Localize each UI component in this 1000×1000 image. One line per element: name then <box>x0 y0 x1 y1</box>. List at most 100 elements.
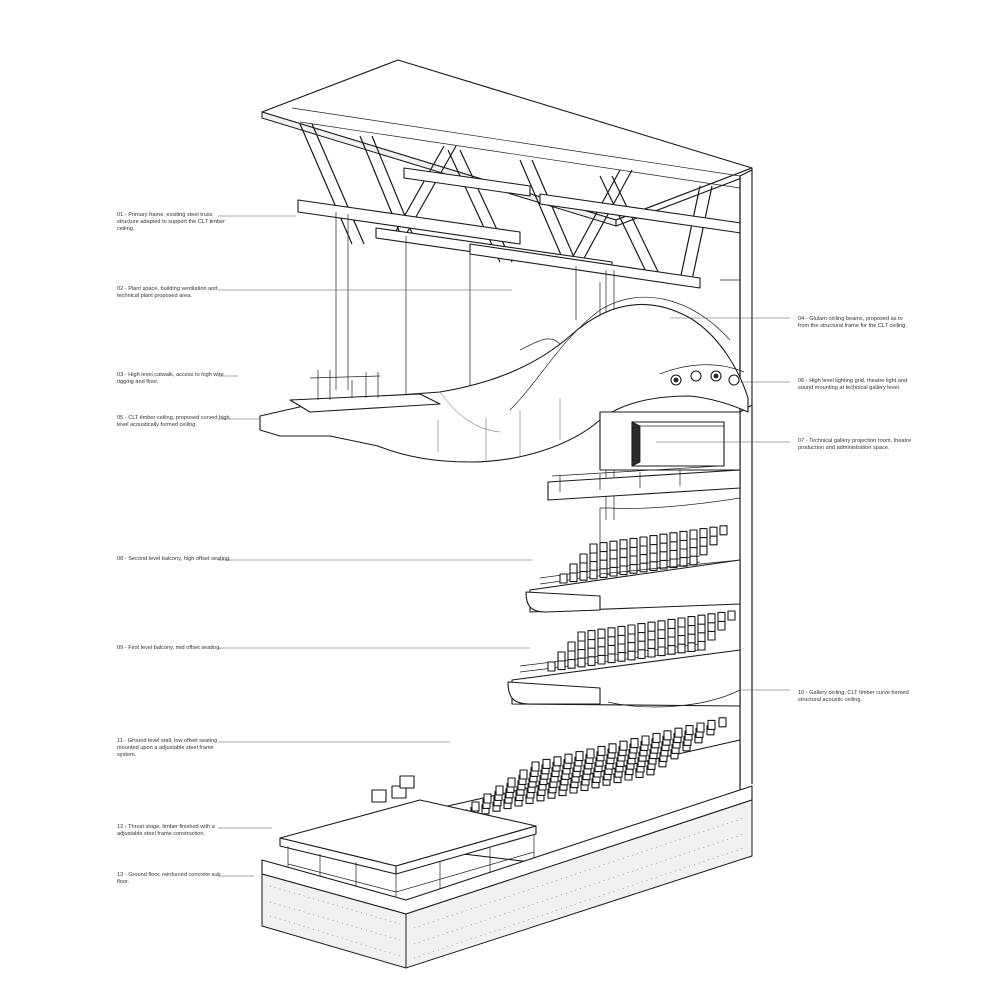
seat <box>717 611 726 622</box>
seat <box>607 653 616 664</box>
seat <box>637 640 646 651</box>
seat <box>599 550 608 561</box>
seat <box>687 624 696 635</box>
seat <box>639 562 648 573</box>
seat <box>639 553 648 564</box>
seat <box>483 793 492 804</box>
seat <box>607 635 616 646</box>
seat <box>689 555 698 566</box>
seat <box>599 559 608 570</box>
seat <box>609 549 618 560</box>
seat <box>657 620 666 631</box>
seat <box>577 640 586 651</box>
seat <box>579 570 588 581</box>
seat <box>639 545 648 556</box>
seat <box>569 563 578 574</box>
seat <box>577 631 586 642</box>
seat <box>677 643 686 654</box>
seat <box>657 637 666 648</box>
seat <box>629 537 638 548</box>
annotation-03: 03 - High level catwalk, access to high … <box>117 372 224 385</box>
seat <box>699 545 708 556</box>
seat <box>597 628 606 639</box>
seat <box>627 633 636 644</box>
seat <box>727 610 736 621</box>
seat <box>707 613 716 624</box>
annotation-07: 07 - Technical gallery projection room, … <box>798 438 912 451</box>
seat <box>679 556 688 567</box>
seat <box>495 785 504 796</box>
seat <box>652 732 661 743</box>
annotation-05: 05 - CLT timber ceiling, proposed curved… <box>117 415 230 428</box>
seat <box>579 562 588 573</box>
seat <box>669 549 678 560</box>
seat <box>531 761 540 772</box>
catwalk <box>289 370 441 413</box>
seat <box>699 536 708 547</box>
seat <box>659 542 668 553</box>
seat <box>637 648 646 659</box>
seat <box>557 651 566 662</box>
seat <box>567 641 576 652</box>
seat <box>667 644 676 655</box>
seat <box>569 572 578 583</box>
seat <box>587 638 596 649</box>
seat <box>667 627 676 638</box>
stall-seats <box>459 717 727 820</box>
balcony-1-seats <box>547 610 736 672</box>
seat <box>589 552 598 563</box>
seat <box>667 636 676 647</box>
seat <box>637 631 646 642</box>
balcony-2-seats <box>559 525 728 584</box>
annotation-04: 04 - Glulam ceiling beams, proposed as t… <box>798 316 907 329</box>
seat <box>679 530 688 541</box>
annotation-12: 12 - Thrust stage, timber finished with … <box>117 824 215 837</box>
seat <box>685 725 694 736</box>
seat <box>697 631 706 642</box>
seat <box>619 556 628 567</box>
seat <box>677 626 686 637</box>
clt-curved-ceiling <box>259 297 749 463</box>
annotation-06: 06 - High level lighting grid, theatre l… <box>798 378 908 391</box>
seat <box>629 546 638 557</box>
seat <box>553 756 562 767</box>
seat <box>564 753 573 764</box>
seat <box>647 621 656 632</box>
seat <box>657 646 666 657</box>
seat <box>619 740 628 751</box>
seat <box>597 637 606 648</box>
seat <box>609 566 618 577</box>
seat <box>577 648 586 659</box>
seat <box>619 547 628 558</box>
seat <box>630 738 639 749</box>
seat <box>669 532 678 543</box>
seat <box>637 623 646 634</box>
seat <box>717 620 726 631</box>
annotation-08: 08 - Second level balcony, high offset s… <box>117 556 231 562</box>
annotation-10: 10 - Gallery ceiling, CLT timber curve f… <box>798 690 909 703</box>
seat <box>617 634 626 645</box>
seat <box>629 563 638 574</box>
seat <box>608 743 617 754</box>
concrete-floor <box>261 785 753 969</box>
seat <box>707 621 716 632</box>
seat <box>587 630 596 641</box>
seat <box>667 618 676 629</box>
seat <box>627 624 636 635</box>
seat <box>599 567 608 578</box>
seat <box>689 538 698 549</box>
seat <box>619 539 628 550</box>
seat <box>647 638 656 649</box>
seat <box>639 536 648 547</box>
seat <box>567 658 576 669</box>
technical-gallery <box>547 411 741 501</box>
seat <box>577 657 586 668</box>
seat <box>589 543 598 554</box>
seat <box>707 630 716 641</box>
seat <box>709 526 718 537</box>
seat <box>647 647 656 658</box>
annotation-02: 02 - Plant space, building ventilation a… <box>117 286 218 299</box>
seat <box>659 550 668 561</box>
seat <box>677 634 686 645</box>
seat <box>697 623 706 634</box>
